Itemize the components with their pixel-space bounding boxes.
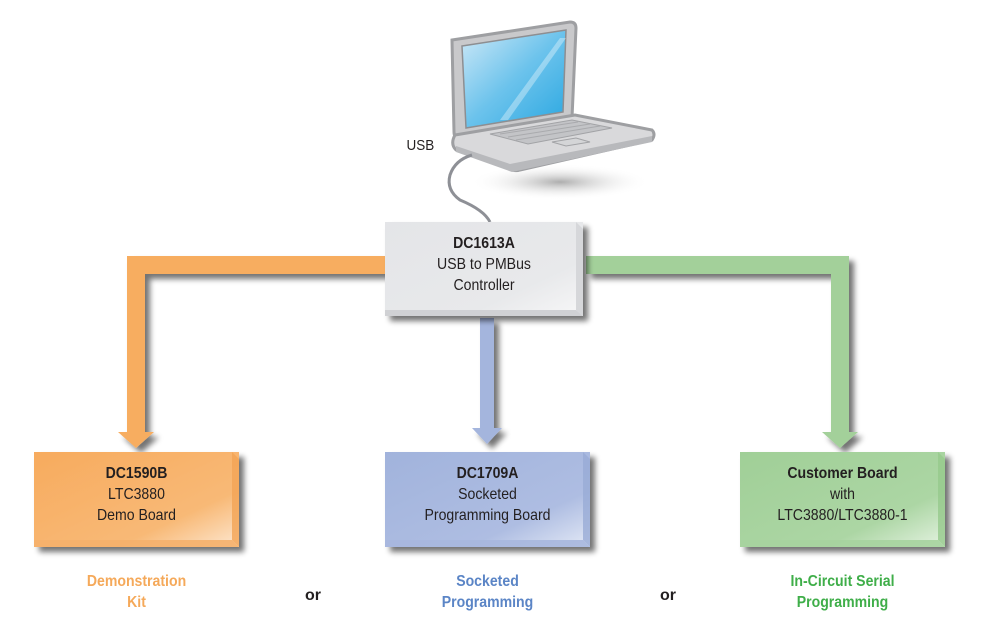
controller-box-shape: [385, 222, 583, 316]
in-circuit-caption-line2: Programming: [796, 594, 889, 611]
controller-line2: Controller: [453, 277, 515, 294]
in-circuit-caption-line1: In-Circuit Serial: [790, 573, 895, 590]
demo-kit-caption: Demonstration Kit: [46, 571, 226, 613]
customer-board-box: Customer Board with LTC3880/LTC3880-1: [752, 463, 932, 526]
demo-kit-line2: Demo Board: [96, 507, 177, 524]
demo-kit-box: DC1590B LTC3880 Demo Board: [46, 463, 226, 526]
demo-kit-box-shape: [34, 452, 239, 547]
usb-label: USB: [406, 137, 435, 154]
arrow-to-customer-board: [586, 256, 858, 448]
controller-line1: USB to PMBus: [437, 256, 531, 273]
customer-board-title: Customer Board: [787, 465, 898, 482]
demo-kit-caption-line2: Kit: [127, 594, 146, 611]
arrow-to-demo-kit: [118, 256, 390, 448]
controller-title: DC1613A: [453, 235, 515, 252]
customer-board-line1: with: [829, 486, 856, 503]
socketed-caption: Socketed Programming: [397, 571, 577, 613]
controller-box: DC1613A USB to PMBus Controller: [397, 233, 571, 296]
laptop-icon: [450, 20, 656, 200]
socketed-board-line2: Programming Board: [424, 507, 551, 524]
customer-board-box-shape: [740, 452, 945, 547]
customer-board-line2: LTC3880/LTC3880-1: [777, 507, 908, 524]
socketed-board-title: DC1709A: [456, 465, 519, 482]
socketed-board-box: DC1709A Socketed Programming Board: [397, 463, 577, 526]
usb-cable: [447, 153, 492, 223]
arrow-to-socketed-board: [472, 318, 502, 444]
or-separator-1: or: [305, 587, 321, 604]
or-separator-2: or: [660, 587, 676, 604]
demo-kit-title: DC1590B: [105, 465, 168, 482]
socketed-caption-line2: Programming: [441, 594, 534, 611]
socketed-caption-line1: Socketed: [456, 573, 519, 590]
socketed-board-box-shape: [385, 452, 590, 547]
demo-kit-caption-line1: Demonstration: [86, 573, 187, 590]
socketed-board-line1: Socketed: [458, 486, 517, 503]
in-circuit-caption: In-Circuit Serial Programming: [752, 571, 932, 613]
demo-kit-line1: LTC3880: [108, 486, 165, 503]
